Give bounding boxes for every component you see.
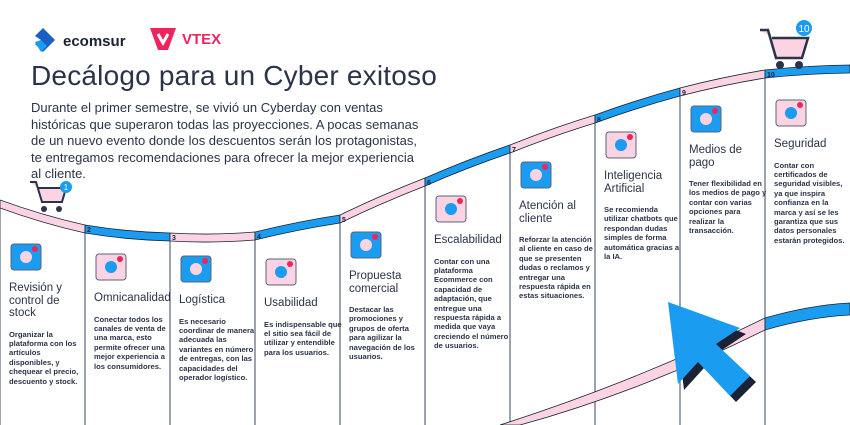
step-4: Usabilidad Es indispensable que el sitio…	[264, 255, 342, 357]
step-number: 8	[597, 117, 601, 124]
wave-segment	[509, 114, 596, 154]
wave-segment	[84, 224, 171, 242]
network-icon	[94, 250, 128, 284]
ecomsur-wordmark: ecomsur	[63, 32, 126, 50]
step-description: Conectar todos los canales de venta de u…	[94, 314, 166, 371]
step-6: Escalabilidad Contar con una plataforma …	[434, 192, 512, 351]
ecomsur-mark-icon	[35, 28, 55, 52]
megaphone-icon	[349, 228, 383, 262]
ecomsur-logo: ecomsur	[33, 28, 126, 54]
step-description: Destacar las promociones y grupos de ofe…	[349, 305, 415, 362]
vtex-wordmark: VTEX	[182, 30, 222, 48]
step-number: 9	[682, 90, 686, 97]
step-title: Escalabilidad	[434, 234, 502, 246]
shield-icon	[774, 96, 808, 130]
step-description: Es indispensable que el sitio sea fácil …	[264, 319, 342, 357]
step-number: 2	[87, 227, 91, 234]
cart-start-badge: 1	[64, 183, 69, 192]
step-number: 5	[342, 217, 346, 224]
step-description: Se recomienda utilizar chatbots que resp…	[604, 205, 680, 262]
vtex-logo: VTEX	[150, 28, 221, 50]
shapes-icon	[434, 192, 468, 226]
step-7: Atención al cliente Reforzar la atención…	[519, 158, 597, 301]
wave-segment	[594, 87, 681, 124]
step-8: Inteligencia Artificial Se recomienda ut…	[604, 128, 682, 261]
phones-icon	[264, 255, 298, 289]
step-9: Medios de pago Tener flexibilidad en los…	[689, 102, 767, 235]
page-title: Decálogo para un Cyber exitoso	[31, 60, 438, 91]
intro-text: Durante el primer semestre, se vivió un …	[31, 100, 419, 181]
step-10: Seguridad Contar con certificados de seg…	[774, 96, 850, 245]
step-title: Inteligencia Artificial	[604, 170, 663, 195]
robot-icon	[604, 128, 638, 162]
wave-segment	[339, 177, 426, 224]
cart-end-badge: 10	[798, 24, 810, 35]
step-title: Seguridad	[774, 138, 827, 150]
step-title: Atención al cliente	[519, 200, 576, 225]
step-title: Propuesta comercial	[349, 270, 402, 295]
payment-icon	[689, 102, 723, 136]
step-number: 6	[427, 180, 431, 187]
step-title: Revisión y control de stock	[9, 282, 63, 319]
wave-segment	[679, 69, 766, 97]
step-title: Omnicanalidad	[94, 292, 171, 304]
step-description: Contar con certificados de seguridad vis…	[774, 160, 845, 245]
step-1: Revisión y control de stock Organizar la…	[9, 240, 87, 386]
cursor-arrow-icon	[668, 302, 756, 402]
wave-segment	[254, 214, 341, 241]
step-description: Tener flexibilidad en los medios de pago…	[689, 179, 767, 236]
cart-end-icon: 10	[760, 20, 812, 69]
cart-start-icon: 1	[30, 181, 72, 212]
step-description: Es necesario coordinar de manera adecuad…	[179, 316, 255, 382]
wave-segment	[764, 64, 850, 79]
step-description: Reforzar la atención al cliente en caso …	[519, 235, 593, 301]
step-description: Contar con una plataforma Ecommerce con …	[434, 256, 509, 351]
step-number: 7	[512, 147, 516, 154]
wave-segment	[424, 144, 511, 187]
step-3: Logística Es necesario coordinar de mane…	[179, 252, 257, 382]
route-icon	[179, 252, 213, 286]
shelf-icon	[9, 240, 43, 274]
step-number: 3	[172, 235, 176, 242]
step-title: Logística	[179, 294, 226, 306]
step-2: Omnicanalidad Conectar todos los canales…	[94, 250, 172, 371]
step-title: Medios de pago	[689, 144, 743, 169]
step-title: Usabilidad	[264, 297, 318, 309]
wave-segment	[169, 231, 256, 243]
vtex-mark-icon	[150, 28, 176, 50]
step-number: 10	[767, 72, 775, 79]
support-icon	[519, 158, 553, 192]
step-description: Organizar la plataforma con los artículo…	[9, 329, 79, 386]
lower-wave-blue	[764, 302, 850, 331]
step-5: Propuesta comercial Destacar las promoci…	[349, 228, 427, 361]
step-number: 4	[257, 234, 261, 241]
